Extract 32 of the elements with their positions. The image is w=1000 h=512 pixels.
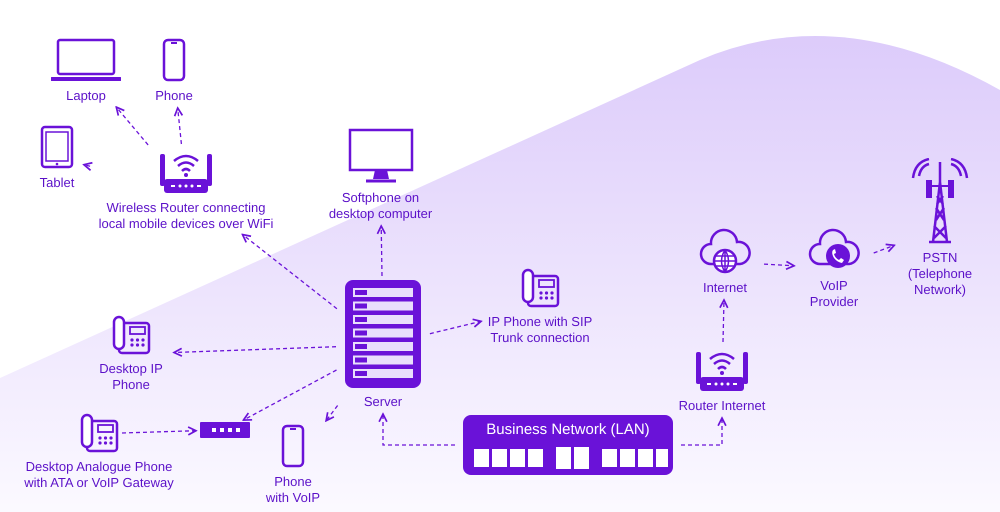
node-label: IP Phone with SIP Trunk connection: [486, 314, 594, 346]
dashed-arrow: [719, 299, 729, 342]
node-label: Desktop Analogue Phone with ATA or VoIP Gateway: [23, 459, 175, 491]
dashed-arrow: [681, 417, 727, 446]
dashed-arrow: [764, 260, 795, 270]
dashed-arrow: [242, 234, 338, 310]
node-label: Internet: [702, 280, 748, 296]
node-label: Desktop IP Phone: [98, 361, 164, 393]
dashed-arrow: [83, 162, 94, 172]
node-label: Laptop: [65, 88, 107, 104]
dashed-arrow: [378, 413, 455, 446]
node-label: Phone: [154, 88, 194, 104]
dashed-arrow: [242, 369, 337, 421]
node-label: Softphone on desktop computer: [328, 190, 434, 222]
node-label: VoIP Provider: [808, 278, 860, 310]
node-label: PSTN (Telephone Network): [906, 250, 974, 298]
switch-title: Business Network (LAN): [486, 421, 650, 439]
dashed-arrow: [430, 318, 482, 334]
node-label: Wireless Router connecting local mobile devices over WiFi: [98, 200, 274, 232]
dashed-arrow: [122, 426, 197, 436]
node-label: Router Internet: [678, 398, 766, 414]
dashed-arrow: [325, 405, 338, 422]
node-label: Phone with VoIP: [264, 474, 322, 506]
dashed-arrow: [115, 106, 149, 146]
dashed-arrow: [376, 225, 386, 276]
dashed-arrow: [174, 107, 184, 144]
gateway-device: [200, 422, 250, 438]
network-switch: [463, 415, 673, 475]
dashed-arrow: [173, 346, 336, 357]
node-label: Tablet: [38, 175, 76, 191]
node-label: Server: [362, 394, 404, 410]
dashed-arrow: [873, 244, 896, 254]
